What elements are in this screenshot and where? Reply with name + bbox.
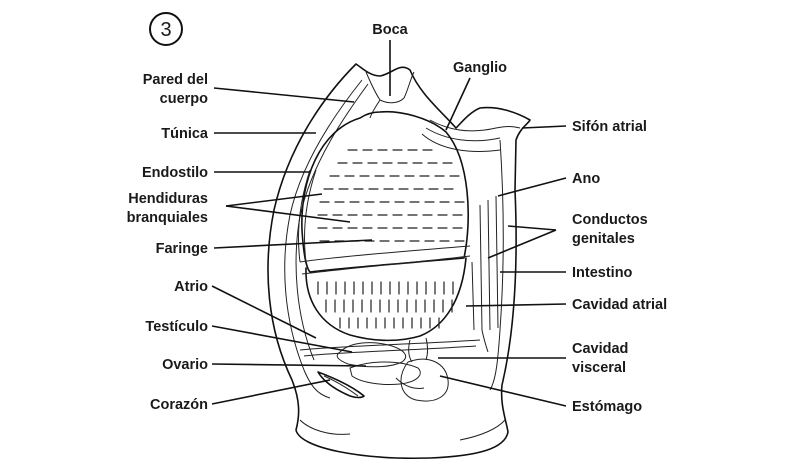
label-corazon: Corazón [150, 397, 208, 413]
label-ganglio: Ganglio [453, 60, 507, 76]
label-ano: Ano [572, 171, 600, 187]
label-conductos-line1: Conductos [572, 212, 648, 228]
testis [336, 342, 407, 368]
label-hendiduras-line2: branquiales [127, 210, 208, 226]
label-faringe: Faringe [156, 241, 208, 257]
labels: Boca Ganglio Pared del cuerpo Túnica End… [127, 22, 667, 415]
gill-slits [317, 149, 465, 329]
label-testiculo: Testículo [145, 319, 208, 335]
stomach [400, 358, 449, 402]
figure-number-badge: 3 [149, 12, 183, 46]
label-cavidad-atrial: Cavidad atrial [572, 297, 667, 313]
figure-number: 3 [160, 19, 171, 41]
label-pared-line2: cuerpo [160, 91, 208, 107]
pharynx [301, 110, 470, 273]
label-cavidad-visceral-line1: Cavidad [572, 341, 628, 357]
label-intestino: Intestino [572, 265, 633, 281]
label-hendiduras-line1: Hendiduras [128, 191, 208, 207]
label-ovario: Ovario [162, 357, 208, 373]
label-atrio: Atrio [174, 279, 208, 295]
label-estomago: Estómago [572, 399, 642, 415]
ovary [349, 361, 421, 385]
label-sifon-atrial: Sifón atrial [572, 119, 647, 135]
outer-tunic [267, 63, 531, 460]
label-conductos-line2: genitales [572, 231, 635, 247]
intestine [479, 204, 489, 353]
label-cavidad-visceral-line2: visceral [572, 360, 626, 376]
label-endostilo: Endostilo [142, 165, 208, 181]
leader-lines [211, 40, 567, 407]
body-wall [284, 79, 363, 399]
label-pared-line1: Pared del [143, 72, 208, 88]
heart [317, 371, 365, 399]
tunicate-body [267, 63, 531, 460]
label-boca: Boca [372, 22, 408, 38]
label-tunica: Túnica [161, 126, 209, 142]
